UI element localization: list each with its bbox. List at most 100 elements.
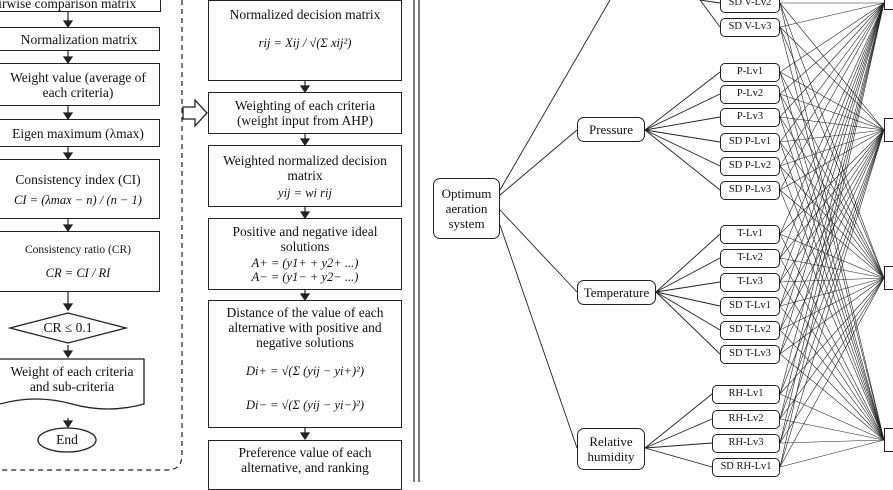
- alternative-box-3: [884, 266, 893, 290]
- weight-value-box: Weight value (average of each criteria): [0, 63, 160, 106]
- sub-to-alternative-line: [779, 2, 885, 355]
- sub-to-alternative-line: [779, 2, 885, 73]
- sub-to-alternative-line: [779, 277, 885, 307]
- goal-node: Optimum aeration system: [433, 178, 500, 239]
- subcriterion-rh-lv3: RH-Lv3: [712, 433, 780, 453]
- criterion-temperature-label: Temperature: [583, 285, 650, 300]
- criterion-pressure: Pressure: [577, 117, 645, 142]
- normalization-label: Normalization matrix: [20, 31, 138, 47]
- criterion-to-sub-line: [644, 447, 713, 468]
- consistency-index-box: Consistency index (CI) CI = (λmax − n) /…: [0, 159, 160, 219]
- distance-positive: Di+ = √(Σ (yij − yi+)²): [245, 364, 365, 378]
- sub-to-alternative-line: [779, 277, 885, 395]
- criterion-to-sub-line: [644, 116, 721, 131]
- subcriterion-sd-v-lv2: SD V-Lv2: [720, 0, 780, 13]
- sub-to-alternative-line: [779, 93, 885, 131]
- sub-to-alternative-line: [779, 2, 885, 395]
- goal-line1: Optimum: [441, 186, 492, 201]
- sub-to-alternative-line: [779, 2, 885, 441]
- subcriterion-label: T-Lv1: [737, 228, 763, 239]
- right-arrow-icon: [182, 98, 208, 128]
- subcriterion-sd-p-lv1: SD P-Lv1: [720, 132, 780, 152]
- subcriterion-rh-lv1: RH-Lv1: [712, 384, 780, 404]
- subcriterion-label: P-Lv1: [736, 66, 764, 77]
- sub-to-alternative-line: [779, 2, 885, 279]
- ci-formula: CI = (λmax − n) / (n − 1): [14, 192, 142, 207]
- subcriterion-label: SD P-Lv3: [728, 184, 772, 195]
- subcriterion-sd-v-lv3: SD V-Lv3: [720, 17, 780, 37]
- pairwise-label: Pairwise comparison matrix: [0, 0, 137, 11]
- end-ellipse: [37, 427, 97, 453]
- subcriterion-sd-rh-lv1: SD RH-Lv1: [712, 457, 780, 477]
- criterion-to-sub-line: [644, 71, 721, 131]
- criterion-to-sub-line: [655, 291, 721, 355]
- ci-title: Consistency index (CI): [15, 171, 141, 187]
- criterion-relative-humidity: Relative humidity: [577, 428, 645, 470]
- sub-to-alternative-line: [779, 393, 885, 441]
- sub-to-alternative-line: [779, 277, 885, 468]
- subcriterion-label: T-Lv3: [737, 276, 763, 287]
- sub-to-alternative-line: [779, 2, 885, 191]
- criterion-to-sub-line: [644, 393, 713, 449]
- criterion-to-sub-line: [655, 233, 721, 293]
- goal-line3: system: [448, 216, 485, 231]
- criterion-to-sub-line: [644, 93, 721, 131]
- sub-to-alternative-line: [779, 2, 885, 307]
- subcriterion-sd-t-lv3: SD T-Lv3: [720, 344, 780, 364]
- sub-to-alternative-line: [779, 439, 885, 468]
- criterion-rh-line2: humidity: [587, 449, 635, 464]
- cr-decision-diamond: [7, 312, 129, 344]
- sub-to-alternative-line: [779, 141, 885, 441]
- alternative-box-4: [884, 428, 893, 452]
- sub-to-alternative-line: [779, 257, 885, 279]
- distance-line1: Distance of the value of each: [226, 305, 384, 320]
- sub-to-alternative-line: [779, 129, 885, 283]
- subcriterion-sd-p-lv3: SD P-Lv3: [720, 180, 780, 200]
- sub-to-alternative-line: [779, 2, 885, 468]
- criterion-temperature: Temperature: [577, 280, 656, 305]
- consistency-ratio-box: Consistency ratio (CR) CR = CI / RI: [0, 231, 160, 292]
- weighted-line1: Weighted normalized decision: [223, 152, 387, 168]
- sub-to-alternative-line: [779, 2, 885, 118]
- sub-to-alternative-line: [779, 277, 885, 283]
- sub-to-alternative-line: [779, 129, 885, 307]
- sub-to-alternative-line: [779, 418, 885, 441]
- distance-line3: negative solutions: [256, 335, 354, 350]
- sub-to-alternative-line: [779, 129, 885, 355]
- criterion-to-sub-line: [655, 257, 721, 293]
- criterion-rh-line1: Relative: [589, 434, 633, 449]
- eigen-label: Eigen maximum (λmax): [12, 125, 144, 141]
- normalization-box: Normalization matrix: [0, 27, 160, 51]
- subcriterion-label: SD P-Lv1: [728, 136, 772, 147]
- sub-to-alternative-line: [779, 277, 885, 355]
- subcriterion-label: P-Lv2: [736, 88, 764, 99]
- ideal-positive: A+ = (y1+ + y2+ ...): [251, 256, 359, 270]
- distance-negative: Di− = √(Σ (yij − yi−)²): [245, 398, 365, 412]
- normalized-decision-box: Normalized decision matrix rij = Xij / √…: [208, 0, 402, 81]
- sub-to-alternative-line: [779, 165, 885, 441]
- sub-to-alternative-line: [779, 277, 885, 444]
- sub-to-alternative-line: [779, 353, 885, 441]
- sub-to-alternative-line: [779, 116, 885, 441]
- subcriterion-label: SD T-Lv2: [729, 324, 771, 335]
- preference-line1: Preference value of each: [238, 445, 372, 460]
- sub-to-alternative-line: [779, 2, 885, 95]
- sub-to-alternative-line: [779, 2, 885, 331]
- normalized-title: Normalized decision matrix: [229, 7, 381, 22]
- subcriterion-label: T-Lv2: [737, 252, 763, 263]
- sub-to-alternative-line: [779, 129, 885, 331]
- sub-to-alternative-line: [779, 26, 885, 279]
- criterion-to-sub-line: [644, 129, 721, 191]
- sub-to-alternative-line: [779, 2, 885, 28]
- pairwise-matrix-box: Pairwise comparison matrix: [0, 0, 161, 12]
- normalized-formula: rij = Xij / √(Σ xij²): [258, 36, 352, 50]
- sub-to-alternative-line: [779, 329, 885, 441]
- ideal-solutions-box: Positive and negative ideal solutions A+…: [208, 218, 402, 290]
- subcriterion-t-lv3: T-Lv3: [720, 272, 780, 292]
- sub-to-alternative-line: [779, 129, 885, 167]
- preference-box: Preference value of each alternative, an…: [208, 440, 402, 490]
- preference-line2: alternative, and ranking: [241, 460, 369, 475]
- weighted-line2: matrix: [287, 167, 323, 183]
- sub-to-alternative-line: [779, 129, 885, 468]
